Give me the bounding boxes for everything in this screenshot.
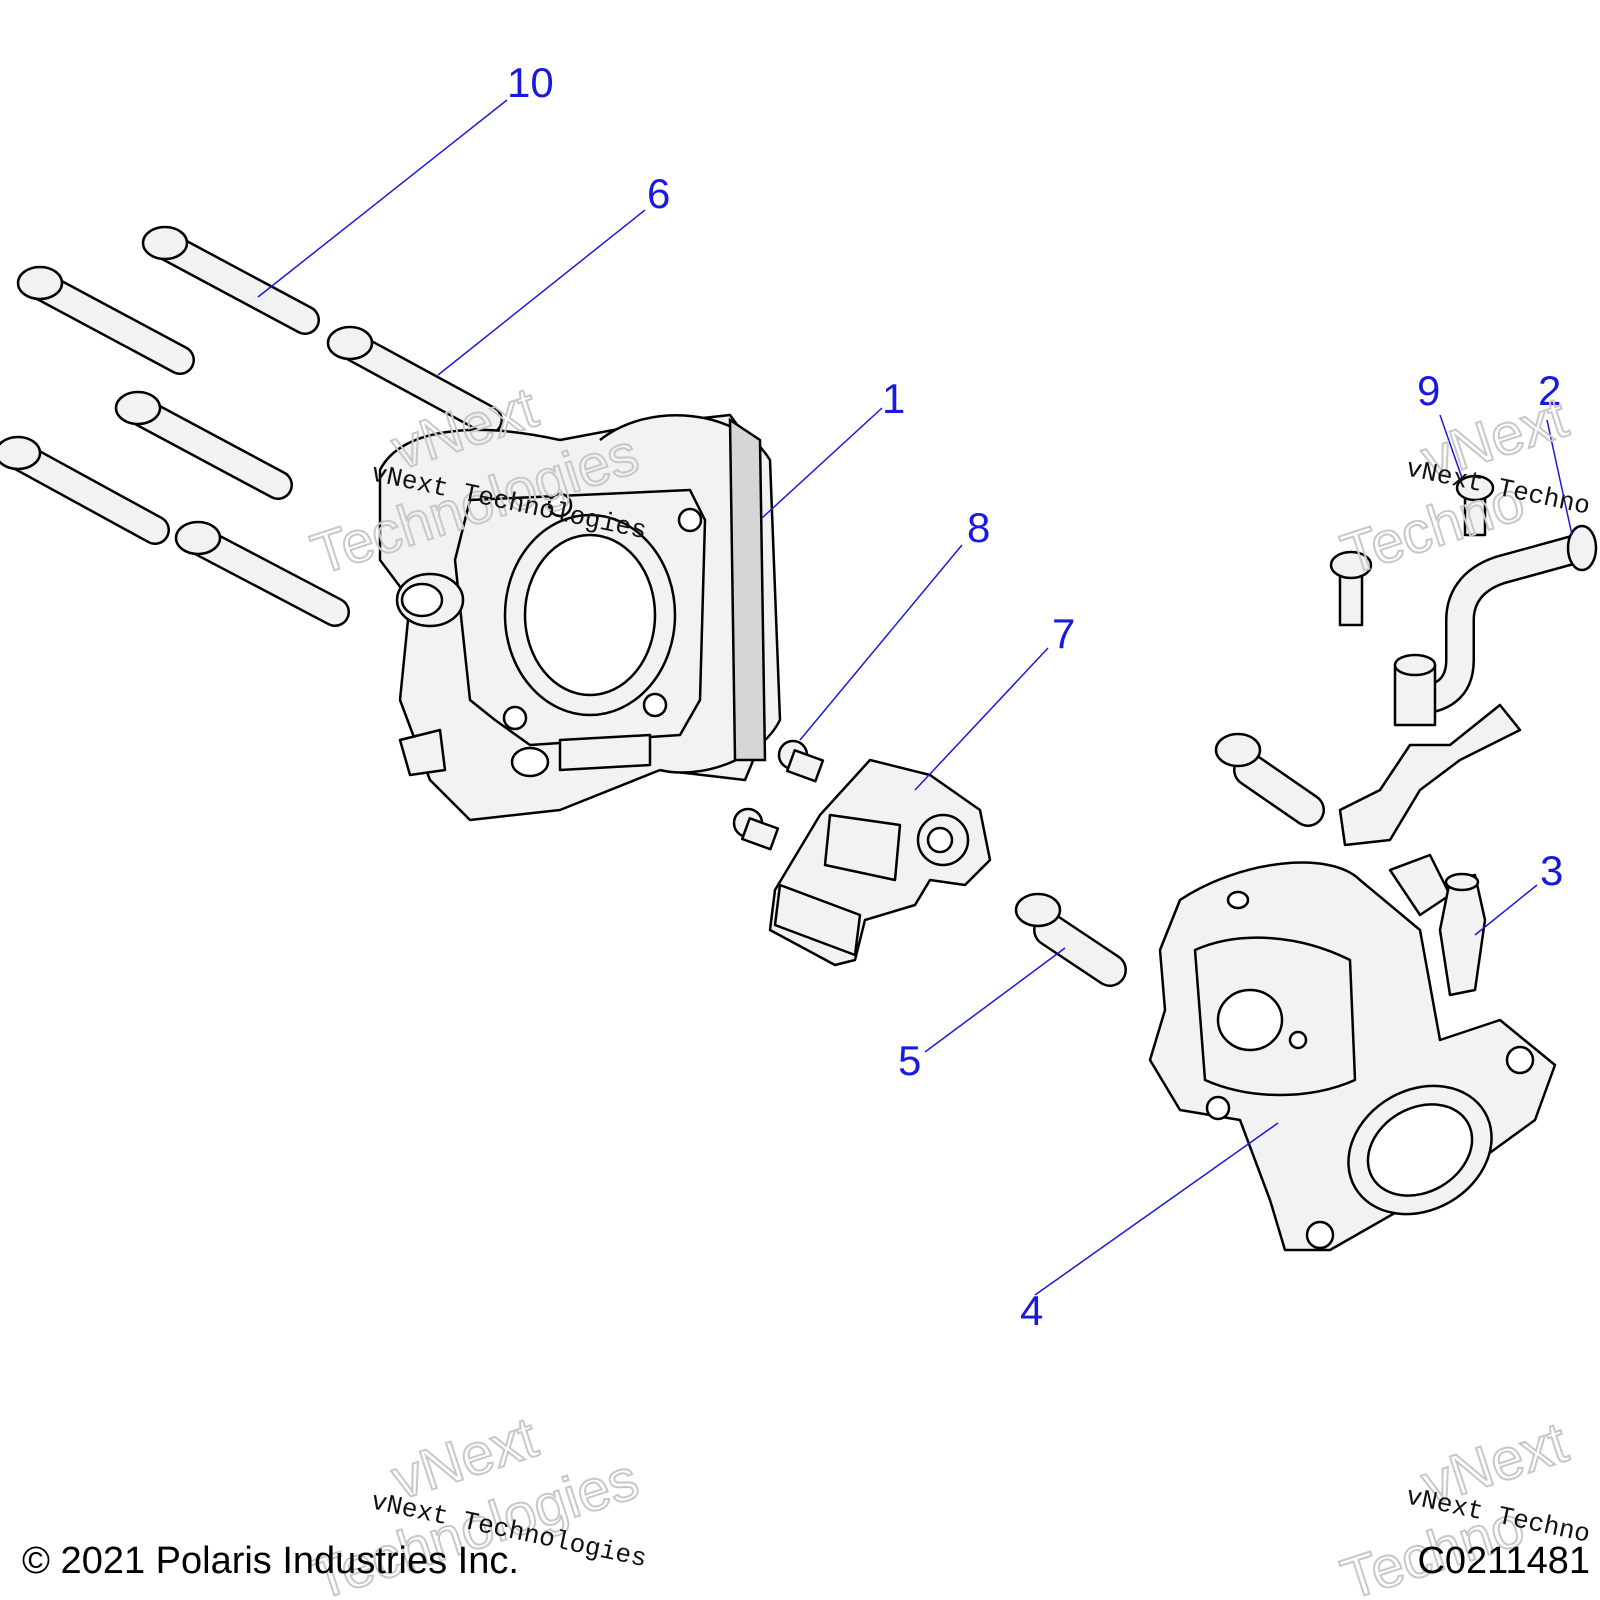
fuel-tube-bracket [1338, 524, 1598, 847]
screw-9 [1455, 474, 1495, 537]
copyright-text: © 2021 Polaris Industries Inc. [22, 1540, 519, 1582]
callouts: 10 6 1 2 9 8 7 3 5 4 [507, 59, 1563, 1334]
screw-upper-right [1214, 732, 1325, 827]
callout-6: 6 [647, 170, 670, 217]
bolt-c [0, 435, 170, 545]
intake-manifold [1148, 861, 1557, 1252]
screw-5 [1014, 892, 1127, 987]
callout-10: 10 [507, 59, 554, 106]
callout-1: 1 [882, 375, 905, 422]
throttle-body [378, 413, 782, 822]
callout-5: 5 [898, 1037, 921, 1084]
callout-8: 8 [967, 504, 990, 551]
drawing-code: C0211481 [1417, 1540, 1590, 1582]
bolt-6 [326, 325, 503, 435]
sensor-screws [732, 739, 825, 851]
screw-9b [1329, 550, 1373, 627]
leader-lines [257, 99, 1573, 1296]
callout-2: 2 [1538, 367, 1561, 414]
map-sensor [768, 758, 992, 967]
callout-4: 4 [1020, 1287, 1043, 1334]
bolt-group [0, 225, 503, 627]
callout-7: 7 [1052, 610, 1075, 657]
bolt-b [114, 390, 293, 500]
callout-3: 3 [1540, 847, 1563, 894]
bolt-d [174, 520, 350, 627]
fuel-injector [1388, 853, 1487, 997]
bolt-10 [141, 225, 320, 335]
callout-9: 9 [1417, 367, 1440, 414]
bolt-a [16, 265, 195, 375]
